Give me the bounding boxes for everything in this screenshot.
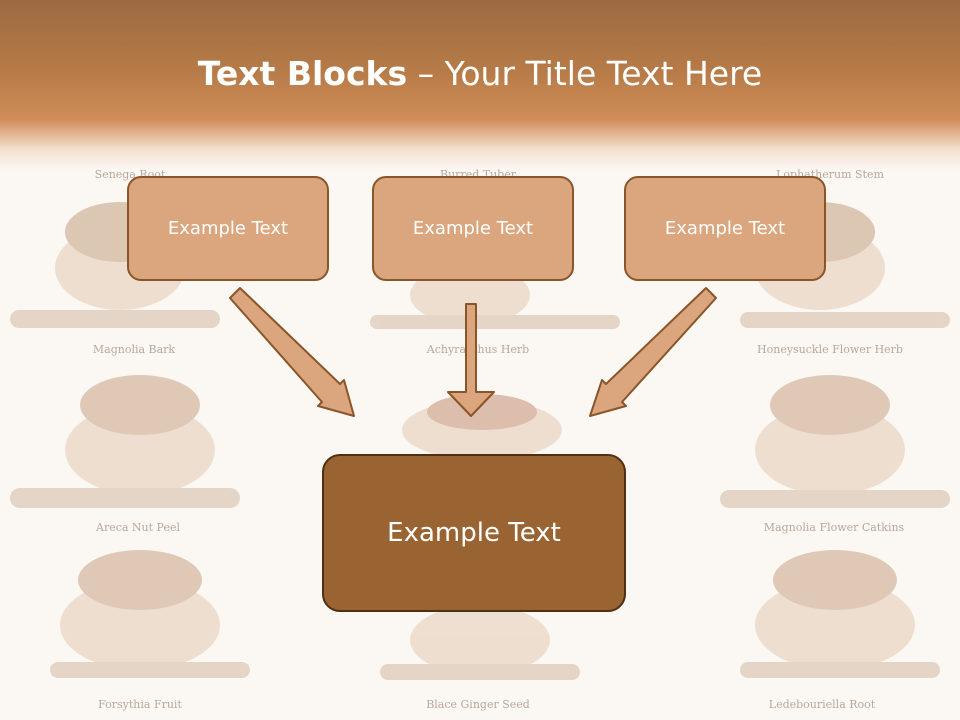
text-block-label: Example Text — [664, 218, 786, 239]
text-block-label: Example Text — [412, 218, 534, 239]
main-text-label: Example Text — [387, 518, 561, 548]
bg-caption: Blace Ginger Seed — [426, 698, 530, 711]
arrow-center — [447, 303, 495, 417]
bg-caption: Magnolia Bark — [92, 343, 176, 356]
main-text-block[interactable]: Example Text — [322, 454, 626, 612]
bg-caption: Achyranthus Herb — [426, 343, 530, 356]
bg-caption: Areca Nut Peel — [96, 521, 180, 534]
arrow-left — [229, 287, 355, 417]
bg-caption: Ledebouriella Root — [768, 698, 876, 711]
bg-caption: Magnolia Flower Catkins — [763, 521, 905, 534]
bg-caption: Honeysuckle Flower Herb — [757, 343, 903, 356]
slide-title: Text Blocks – Your Title Text Here — [0, 54, 960, 93]
text-block-label: Example Text — [167, 218, 289, 239]
arrow-right — [589, 287, 717, 417]
title-bar — [0, 0, 960, 170]
bg-caption: Forsythia Fruit — [98, 698, 182, 711]
text-block-3[interactable]: Example Text — [624, 176, 826, 281]
text-block-2[interactable]: Example Text — [372, 176, 574, 281]
title-rest: – Your Title Text Here — [407, 54, 763, 93]
title-bold: Text Blocks — [197, 54, 408, 93]
text-block-1[interactable]: Example Text — [127, 176, 329, 281]
